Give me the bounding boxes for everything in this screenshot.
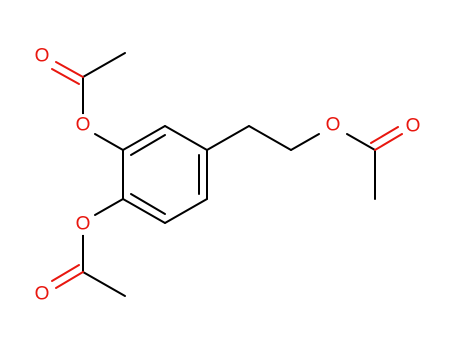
atom-o-ester-chain: O xyxy=(326,115,341,136)
bond-ring-o-lower xyxy=(94,198,124,216)
bond-ch2-o-chain xyxy=(290,133,320,151)
ring-bond-c4-c5 xyxy=(164,198,208,224)
bond-c-double-o-upper-a xyxy=(55,61,84,78)
bond-c-double-o-lower-a xyxy=(55,271,84,289)
ring-bond-c2-c3 xyxy=(164,125,208,151)
upper-acetoxy-group xyxy=(51,52,126,151)
atom-bg-o-carbonyl-lower xyxy=(31,283,53,305)
benzene-ring xyxy=(122,125,208,224)
bond-ring-ch2 xyxy=(206,125,250,151)
ring-bond-c1-c2-inner xyxy=(130,134,166,156)
lower-acetoxy-group xyxy=(51,198,126,297)
bond-carbonyl-c-methyl-upper xyxy=(82,52,126,78)
atom-bg-o-carbonyl-chain xyxy=(402,115,424,137)
bond-ring-o-upper xyxy=(94,133,124,151)
bond-c-double-o-upper-b xyxy=(51,68,80,85)
atom-o-carbonyl-upper: O xyxy=(35,46,50,67)
atom-o-ester-lower: O xyxy=(76,214,91,235)
bond-c-double-o-chain-a xyxy=(374,133,403,151)
atom-bg-o-ester-lower xyxy=(72,213,94,235)
oxygen-atoms: O O O O O O xyxy=(31,45,424,305)
bond-o-carbonyl-c-chain xyxy=(346,133,376,151)
atom-bg-o-ester-chain xyxy=(322,114,344,136)
atom-bg-o-ester-upper xyxy=(72,114,94,136)
atom-o-ester-upper: O xyxy=(76,115,91,136)
atom-o-carbonyl-lower: O xyxy=(35,284,50,305)
ethyl-acetate-chain xyxy=(206,125,403,200)
atom-o-carbonyl-chain: O xyxy=(406,116,421,137)
bond-ch2-ch2 xyxy=(248,125,292,151)
atom-bg-o-carbonyl-upper xyxy=(31,45,53,67)
ring-bond-c5-c6-inner xyxy=(130,193,166,215)
bond-carbonyl-c-methyl-lower xyxy=(82,271,126,297)
ring-bond-c5-c6 xyxy=(122,198,166,224)
bond-c-double-o-chain-b xyxy=(370,126,399,144)
bond-c-double-o-lower-b xyxy=(51,264,80,282)
ring-bond-c1-c2 xyxy=(122,125,166,151)
